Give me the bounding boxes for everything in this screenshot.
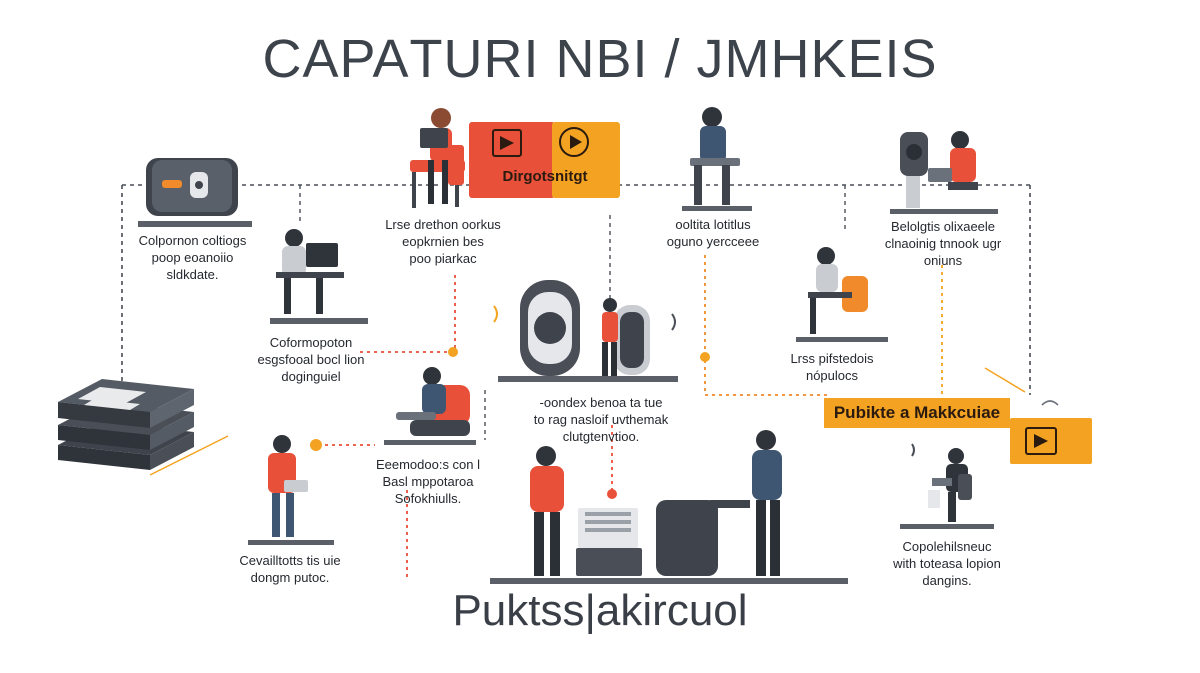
caption-line: Belolgtis olixaeele (890, 219, 996, 234)
caption-line: nópulocs (805, 368, 859, 383)
caption-line: Copolehilsneuc (902, 539, 992, 554)
caption-line: clnaoinig tnnook ugr (884, 236, 1002, 251)
caption-line: esgsfooal bocl lion (257, 352, 365, 367)
caption-line: Cevailltotts tis uie (239, 553, 341, 568)
connector-lines (121, 184, 1031, 580)
diagram-subtitle: Puktss|akircuol (452, 586, 748, 635)
caption-line: dongm putoc. (250, 570, 330, 585)
caption-line: Coformopoton (269, 335, 353, 350)
caption-person-top-right: Belolgtis olixaeele clnaoinig tnnook ugr… (866, 218, 1020, 269)
caption-line: poo piarkac (409, 251, 477, 266)
central-machine-icon (493, 280, 678, 382)
caption-line: doginguiel (281, 369, 341, 384)
caption-line: Basl mppotaroa (382, 474, 474, 489)
caption-device-top-left: Colpornon coltiogs poop eoanoiio sldkdat… (120, 232, 265, 283)
connector-dot-b (310, 439, 322, 451)
person-desk-left-icon (270, 229, 368, 324)
orange-dotted-d (704, 255, 828, 396)
caption-line: Eeemodoo:s con l (375, 457, 481, 472)
caption-line: Lrse drethon oorkus (385, 217, 501, 232)
caption-person-armchair: Eeemodoo:s con l Basl mppotaroa Sofokhiu… (360, 456, 496, 507)
connector-dot-d (700, 352, 710, 362)
caption-line: -oondex benoa ta tue (539, 395, 663, 410)
caption-line: with toteasa lopion (893, 556, 1001, 571)
caption-person-orange-chair: Lrss pifstedois nópulocs (768, 350, 896, 384)
caption-line: oniuns (923, 253, 963, 268)
server-stack-icon (58, 379, 194, 470)
caption-central-machine: -oondex benoa ta tue to rag nasloif uvth… (506, 394, 696, 445)
caption-line: Colpornon coltiogs (138, 233, 247, 248)
connector-dot-a (448, 347, 458, 357)
right-badge-graphic (824, 398, 1092, 464)
person-seated-laptop-icon (682, 107, 752, 211)
top-badge-graphic (469, 122, 620, 198)
person-armchair-icon (384, 367, 476, 445)
bottom-scene-icon (490, 430, 848, 584)
device-icon-top-left (138, 158, 252, 227)
orange-diag-line (984, 367, 1026, 393)
person-standing-laptop-icon (248, 435, 334, 545)
top-badge-label: Dirgotsnitgt (502, 167, 588, 185)
caption-line: dangins. (922, 573, 972, 588)
person-speaker-icon (890, 131, 998, 214)
orange-arrow-line (149, 435, 229, 476)
caption-line: Lrss pifstedois (790, 351, 874, 366)
caption-line: oguno yercceee (666, 234, 760, 249)
caption-line: Sofokhiulls. (394, 491, 462, 506)
caption-person-standing: Cevailltotts tis uie dongm putoc. (220, 552, 360, 586)
diagram-title: CΑPAΤURI NBI / JMHKEIS (262, 29, 938, 89)
caption-person-top-middle: ooltita lotitlus oguno yercceee (646, 216, 780, 250)
person-orange-chair-icon (796, 247, 888, 342)
person-laptop-top-icon (410, 108, 465, 208)
person-seated-right-icon (900, 443, 994, 529)
caption-line: poop eoanoiio (151, 250, 234, 265)
caption-line: sldkdate. (166, 267, 219, 282)
caption-person-top: Lrse drethon oorkus eopkrnien bes poo pi… (368, 216, 518, 267)
caption-line: eopkrnien bes (402, 234, 484, 249)
caption-person-seated-right: Copolehilsneuc with toteasa lopion dangi… (874, 538, 1020, 589)
caption-line: clutgtenvtioo. (562, 429, 640, 444)
caption-line: ooltita lotitlus (675, 217, 751, 232)
connector-dot-c (607, 489, 617, 499)
caption-person-desk-left: Coformopoton esgsfooal bocl lion dogingu… (236, 334, 386, 385)
caption-line: to rag nasloif uvthemak (533, 412, 669, 427)
right-badge-label: Pubikte a Makkcuiae (833, 403, 1001, 422)
